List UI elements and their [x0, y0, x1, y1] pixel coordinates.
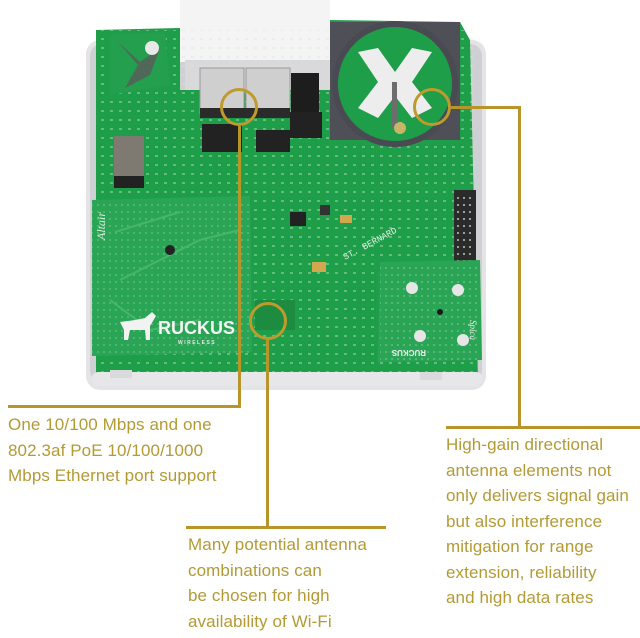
ethernet-callout-ring [220, 88, 258, 126]
callout-directional-line-3: only delivers signal gain [446, 486, 629, 505]
callout-antenna-combinations: Many potential antenna combinations can … [188, 532, 367, 634]
callout-directional-line-6: extension, reliability [446, 562, 597, 582]
ethernet-leader-vertical [238, 126, 241, 408]
altair-label: Altair [94, 212, 108, 241]
callout-directional-antenna: High-gain directional antenna elements n… [446, 432, 629, 611]
spica-ruckus-text: RUCKUS [391, 348, 426, 357]
callout-directional-line-4: but also interference [446, 511, 603, 531]
callout-combinations-line-1: Many potential antenna [188, 535, 367, 554]
directional-leader-horizontal-top [451, 106, 521, 109]
callout-ethernet-line-2: 802.3af PoE 10/100/1000 [8, 440, 204, 460]
spica-label: Spica [468, 320, 478, 340]
callout-directional-line-2: antenna elements not [446, 460, 612, 480]
antenna-combination-callout-ring [249, 302, 287, 340]
callout-directional-line-5: mitigation for range [446, 537, 594, 556]
pcb-illustration: Altair RUCKUS WIRELESS ST. BERNARD RUCKU… [86, 0, 486, 390]
callout-combinations-line-3: be chosen for high [188, 586, 330, 605]
callout-combinations-line-2: combinations can [188, 560, 322, 580]
product-photo: Altair RUCKUS WIRELESS ST. BERNARD RUCKU… [86, 0, 486, 390]
callout-directional-line-1: High-gain directional [446, 435, 604, 454]
combination-leader-horizontal [186, 526, 386, 529]
ruckus-sub-text: WIRELESS [178, 340, 216, 346]
ruckus-brand-text: RUCKUS [158, 318, 235, 338]
combination-leader-vertical [266, 340, 269, 528]
callout-ethernet-line-3: Mbps Ethernet port support [8, 466, 217, 485]
ruckus-dog-logo [120, 312, 156, 340]
ethernet-leader-horizontal [8, 405, 241, 408]
callout-combinations-line-4: availability of Wi-Fi [188, 611, 332, 631]
directional-antenna-callout-ring [413, 88, 451, 126]
callout-ethernet: One 10/100 Mbps and one 802.3af PoE 10/1… [8, 412, 217, 489]
callout-ethernet-line-1: One 10/100 Mbps and one [8, 415, 212, 434]
directional-leader-horizontal-bottom [446, 426, 640, 429]
directional-leader-vertical [518, 106, 521, 428]
callout-directional-line-7: and high data rates [446, 588, 594, 607]
